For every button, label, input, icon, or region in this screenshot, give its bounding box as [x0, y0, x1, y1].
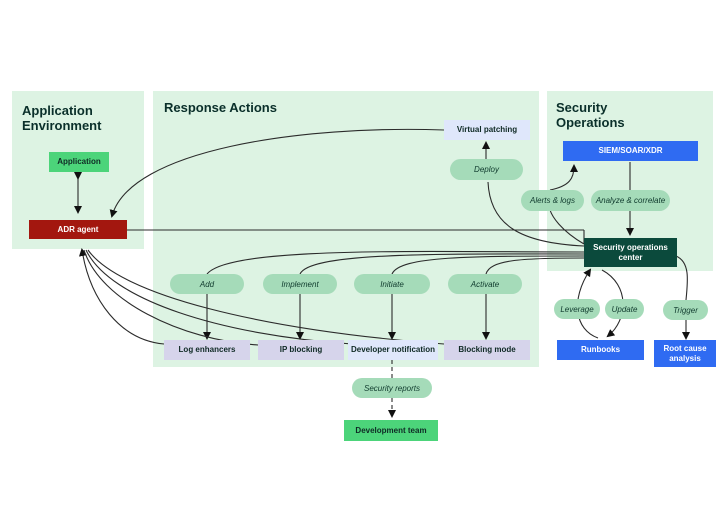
runbooks-node: Runbooks — [557, 340, 644, 360]
security-operations-center-node: Security operations center — [584, 238, 677, 267]
log-enhancers-node: Log enhancers — [164, 340, 250, 360]
implement-label: Implement — [263, 274, 337, 294]
analyze-correlate-label: Analyze & correlate — [591, 190, 670, 211]
app-env-title: Application Environment — [22, 103, 102, 133]
trigger-label: Trigger — [663, 300, 708, 320]
development-team-node: Development team — [344, 420, 438, 441]
response-actions-title: Response Actions — [164, 100, 277, 115]
alerts-logs-label: Alerts & logs — [521, 190, 584, 211]
activate-label: Activate — [448, 274, 522, 294]
root-cause-analysis-node: Root cause analysis — [654, 340, 716, 367]
blocking-mode-node: Blocking mode — [444, 340, 530, 360]
security-operations-title: Security Operations — [556, 100, 625, 130]
ip-blocking-node: IP blocking — [258, 340, 344, 360]
adr-agent-node: ADR agent — [29, 220, 127, 239]
update-label: Update — [605, 299, 644, 319]
siem-soar-xdr-node: SIEM/SOAR/XDR — [563, 141, 698, 161]
developer-notification-node: Developer notification — [348, 340, 438, 360]
initiate-label: Initiate — [354, 274, 430, 294]
virtual-patching-node: Virtual patching — [444, 120, 530, 140]
add-label: Add — [170, 274, 244, 294]
security-reports-label: Security reports — [352, 378, 432, 398]
leverage-label: Leverage — [554, 299, 600, 319]
deploy-label: Deploy — [450, 159, 523, 180]
application-node: Application — [49, 152, 109, 172]
